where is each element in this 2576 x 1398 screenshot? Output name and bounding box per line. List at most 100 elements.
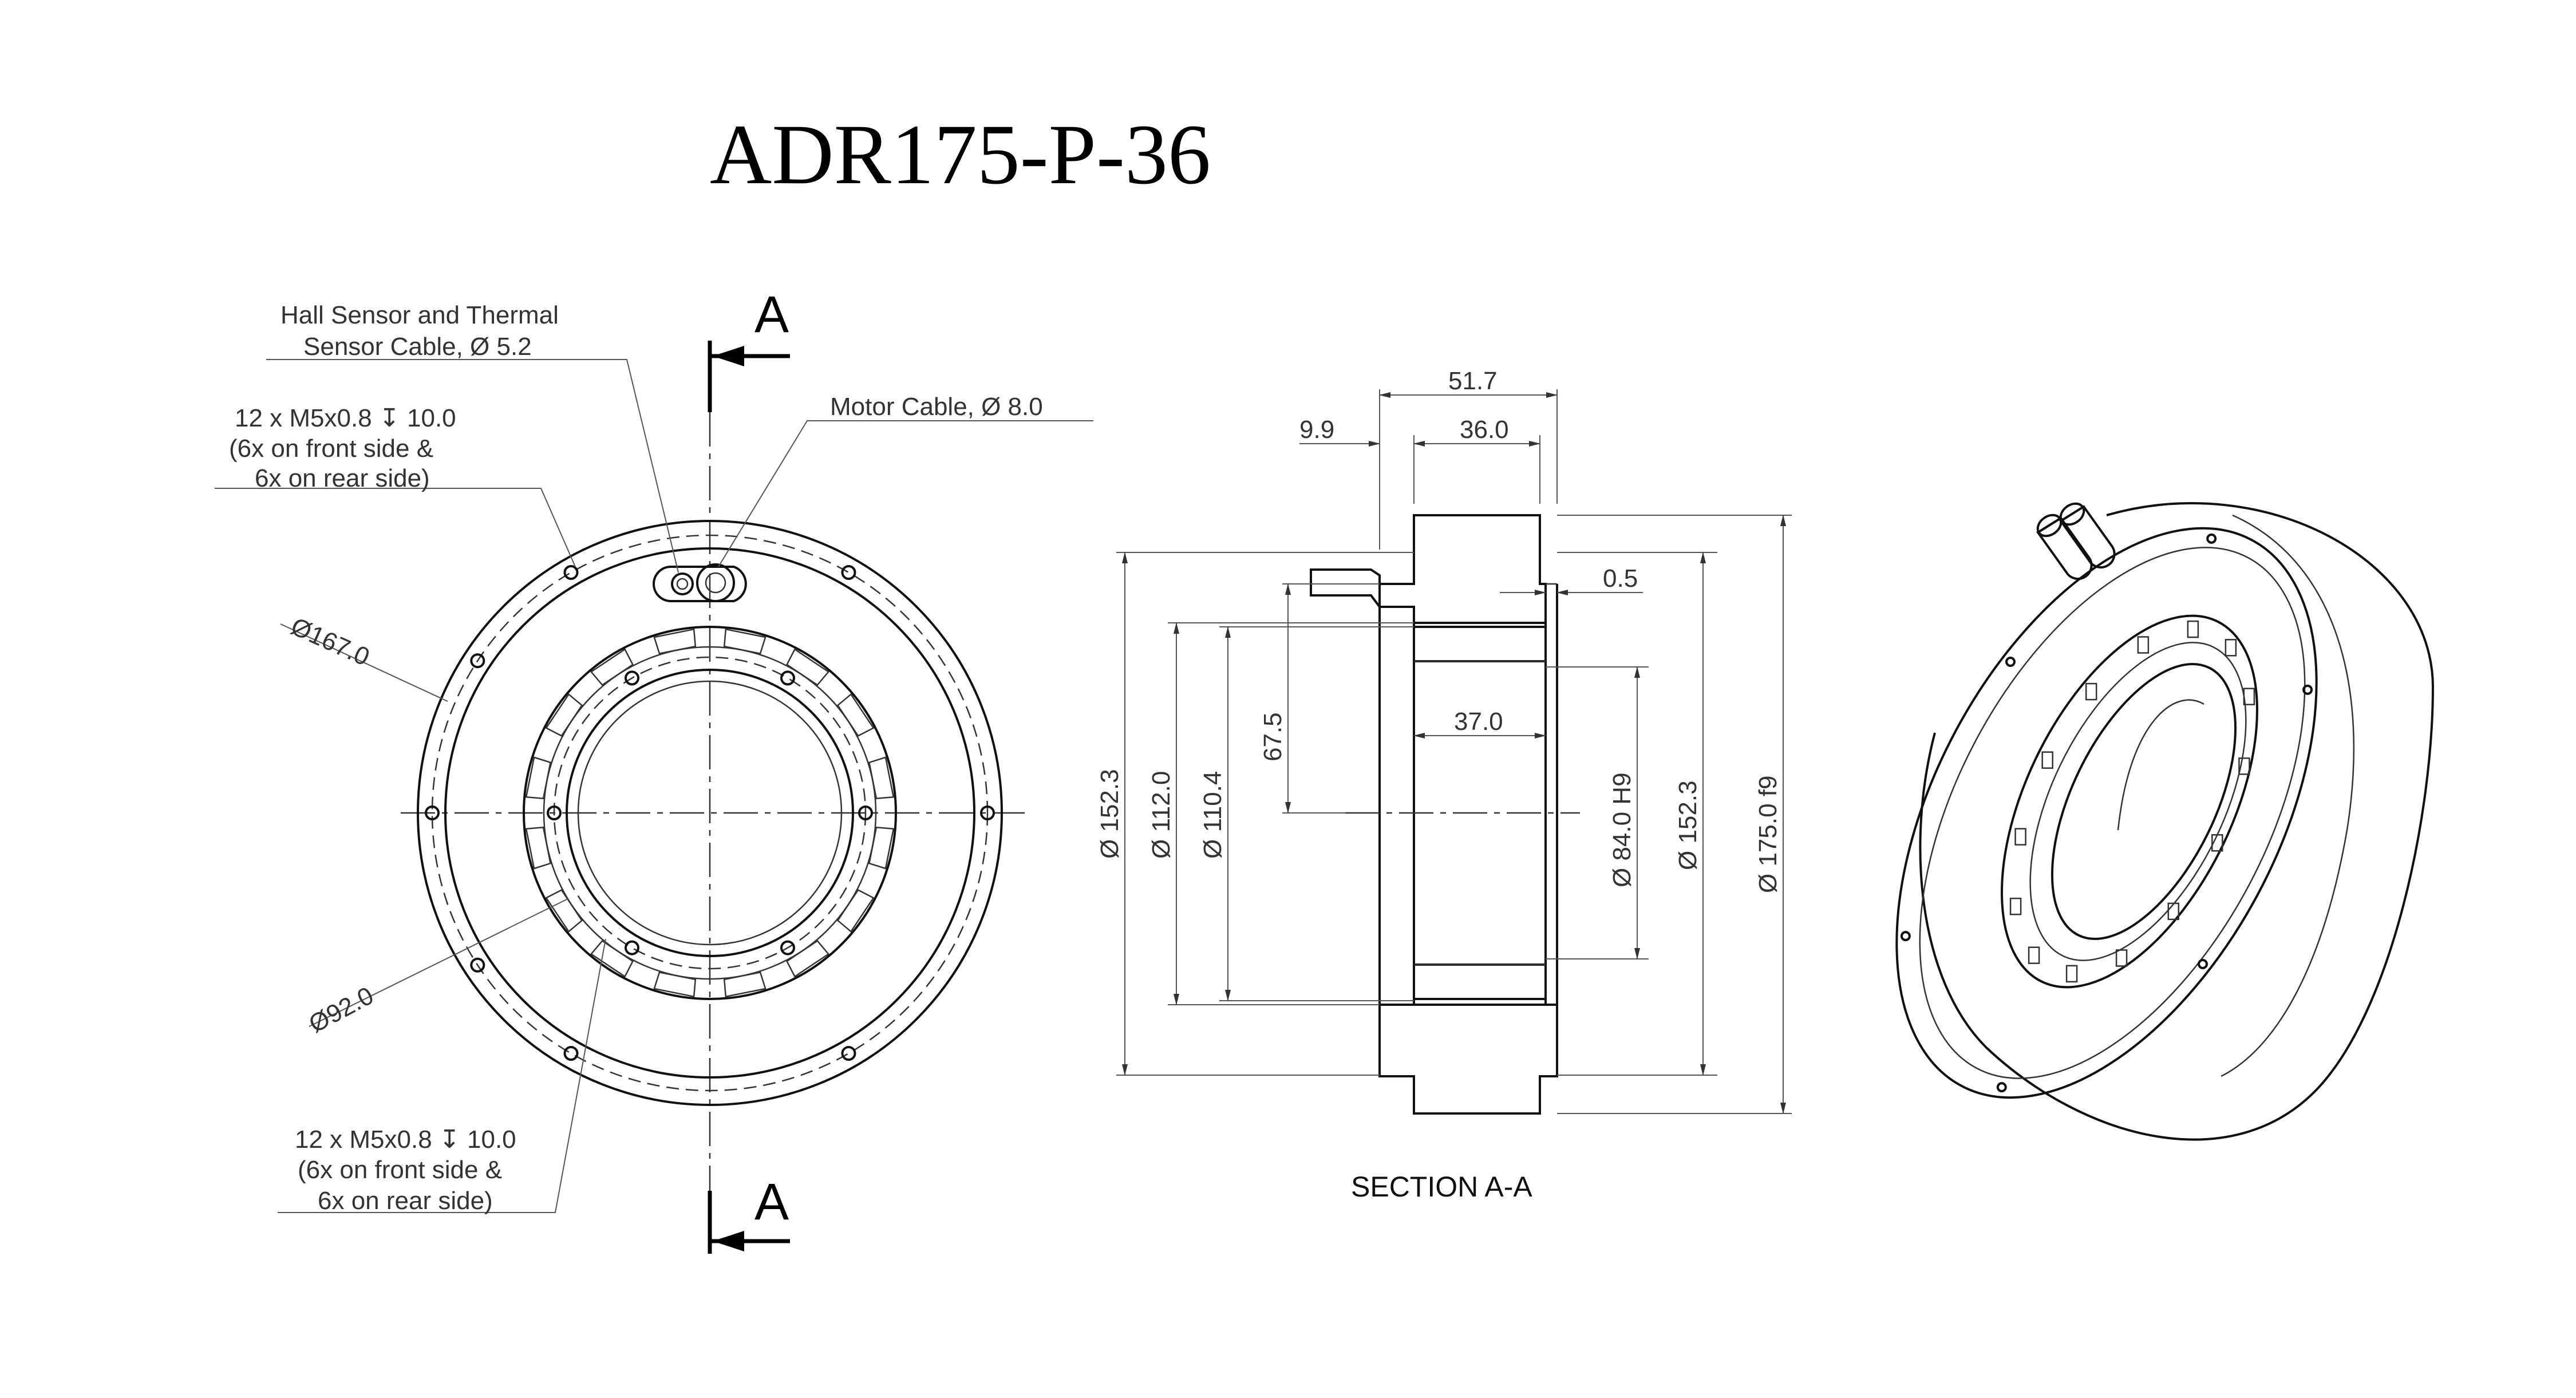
outer-bolt-hole (563, 1046, 579, 1061)
inner-bolt-hole (858, 805, 873, 820)
front-view: A A Hall Sensor and Thermal Sensor Ca (215, 286, 1093, 1254)
dim-110-4: Ø 110.4 (1199, 771, 1227, 859)
iso-rotor-ring (2001, 614, 2258, 989)
cable-exit-boss (653, 566, 747, 602)
hall-sensor-note-line1: Hall Sensor and Thermal (280, 301, 559, 329)
section-arrowhead-top (713, 346, 744, 366)
iso-front-face (1895, 527, 2318, 1099)
front-face-circle (444, 547, 975, 1079)
iso-rotor-tooth (2137, 636, 2150, 654)
hall-cable-exit-inner (676, 578, 689, 590)
rotor-tooth (525, 756, 552, 800)
section-marker-bottom: A (754, 1174, 789, 1231)
iso-cable-stub-b (2059, 505, 2116, 569)
rotor-tooth (545, 693, 583, 737)
dim-175-0: Ø 175.0 f9 (1754, 776, 1782, 893)
dim-67-5: 67.5 (1259, 712, 1287, 761)
iso-rotor-tooth (2115, 949, 2128, 967)
rotor-section-bottom (1413, 963, 1547, 1000)
holes-bottom-note-line2: (6x on front side & (298, 1156, 502, 1184)
rotor-outer-circle (523, 626, 897, 1000)
inner-bolt-hole (625, 670, 639, 686)
rotor-tooth (785, 939, 830, 978)
isometric-view (1895, 502, 2435, 1141)
outer-bolt-hole (841, 565, 856, 580)
iso-bore-depth (2117, 699, 2204, 831)
iso-rotor-inner (2029, 642, 2247, 961)
iso-bolt-holes (1900, 533, 2313, 1093)
iso-cable-stubs (2036, 502, 2116, 580)
bolt-circle-outer (431, 534, 989, 1092)
drawing-title: ADR175-P-36 (710, 107, 1211, 202)
holes-top-note-line3: 6x on rear side) (255, 464, 430, 492)
hall-cable-exit-outer (671, 572, 694, 595)
dim-0-5: 0.5 (1603, 564, 1638, 593)
dim-51-7: 51.7 (1448, 367, 1498, 395)
iso-rotor-tooth (2187, 620, 2199, 638)
holes-top-note-line2: (6x on front side & (229, 435, 433, 463)
iso-bore (2050, 662, 2237, 941)
iso-bolt-hole (1900, 931, 1911, 942)
iso-front-step (1919, 547, 2306, 1079)
inner-bore-edge (577, 680, 843, 946)
motor-cable-leader (718, 420, 1093, 567)
d167-label: Ø167.0 (287, 612, 374, 671)
inner-bolt-hole (780, 940, 795, 955)
iso-rotor-tooth (2211, 834, 2223, 852)
dim-9-9: 9.9 (1299, 416, 1334, 444)
iso-rotor-tooth (2225, 639, 2237, 657)
iso-cable-stub-b-end (2059, 502, 2085, 526)
rotor-ring-circle (543, 646, 877, 980)
rotor-tooth (836, 888, 875, 933)
iso-bolt-hole (2206, 533, 2217, 544)
outer-bolt-hole (470, 653, 485, 669)
section-view: 51.7 9.9 36.0 0.5 37.0 67.5 Ø 152.3 Ø 11… (1096, 367, 1792, 1203)
rotor-tooth (868, 826, 895, 870)
iso-rotor-tooth (2238, 757, 2250, 775)
outer-bolt-hole (980, 805, 995, 820)
section-arrowhead-bottom (713, 1231, 744, 1251)
rotor-tooth (590, 648, 634, 686)
iso-rotor-tooth (2028, 946, 2040, 964)
rotor-section-top (1413, 626, 1547, 662)
holes-bottom-note-line1: 12 x M5x0.8 ↧ 10.0 (295, 1125, 516, 1154)
outer-bolt-holes (425, 565, 995, 1061)
dim-112-0: Ø 112.0 (1147, 771, 1175, 859)
dim-37-0: 37.0 (1454, 708, 1503, 736)
holes-bottom-leader (278, 938, 606, 1213)
rotor-tooth (868, 756, 895, 800)
inner-bolt-hole (547, 805, 562, 820)
outer-bolt-hole (841, 1046, 856, 1061)
iso-rotor-tooth (2167, 902, 2180, 921)
rotor-tooth (590, 939, 634, 978)
motor-cable-exit-inner (705, 572, 726, 594)
iso-bolt-hole (2198, 959, 2208, 969)
iso-rotor-tooth (2009, 898, 2022, 915)
rotor-tooth (785, 648, 830, 686)
iso-rotor-tooth (2041, 751, 2053, 769)
d167-leader (280, 623, 448, 702)
d92-leader (309, 898, 568, 1027)
outer-bolt-hole (470, 957, 485, 973)
housing-section-top (1378, 514, 1547, 624)
motor-cable-exit-outer (696, 563, 735, 602)
iso-rotor-tooth (2065, 965, 2078, 983)
rotor-tooth (545, 888, 583, 933)
section-marker-top: A (754, 286, 789, 343)
outer-bolt-hole (563, 565, 579, 580)
inner-bolt-hole (625, 940, 639, 955)
housing-section-bottom (1378, 1004, 1558, 1115)
rotor-tooth (723, 628, 767, 655)
rotor-tooth (836, 693, 875, 737)
iso-rotor-tooth (2085, 682, 2097, 701)
inner-bolt-holes (547, 670, 873, 955)
motor-cable-note: Motor Cable, Ø 8.0 (830, 393, 1043, 421)
iso-cable-stub-a (2036, 516, 2093, 580)
inner-bore-circle (566, 669, 854, 957)
iso-bolt-hole (2302, 684, 2313, 695)
iso-rotor-tooth (2014, 828, 2026, 846)
holes-top-leader (215, 488, 576, 567)
iso-bolt-hole (1996, 1082, 2007, 1093)
inner-bolt-hole (780, 670, 795, 686)
